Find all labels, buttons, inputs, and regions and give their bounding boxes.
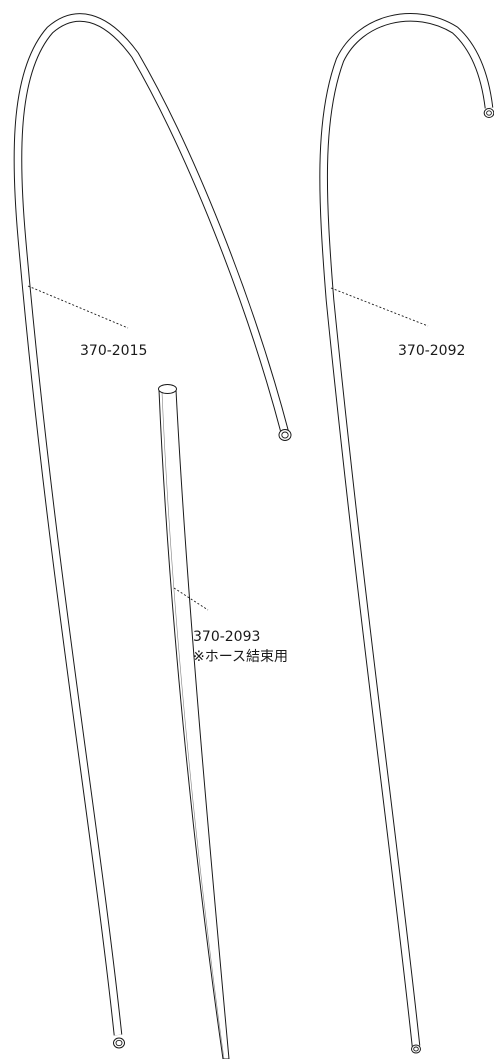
hose-370-2092-top-bore xyxy=(486,110,492,116)
hose-370-2015-top-bore xyxy=(281,431,289,439)
hose-370-2093: 370-2093 ※ホース結束用 xyxy=(158,384,288,1059)
hose-370-2092: 370-2092 xyxy=(319,13,494,1054)
hose-370-2093-outline xyxy=(158,389,230,1059)
hose-370-2015: 370-2015 xyxy=(13,13,292,1049)
hose-370-2015-bore xyxy=(14,14,289,1036)
part-number-label-370-2093: 370-2093 xyxy=(193,629,260,645)
hose-370-2092-bottom-bore xyxy=(413,1046,419,1052)
part-number-label-370-2015: 370-2015 xyxy=(80,343,147,359)
part-note-370-2093: ※ホース結束用 xyxy=(193,649,288,665)
hose-370-2092-bore xyxy=(320,14,493,1047)
leader-line-370-2092 xyxy=(330,287,429,327)
hose-370-2015-bottom-bore xyxy=(115,1039,123,1047)
leader-line-370-2093 xyxy=(173,587,209,611)
hose-370-2015-outline xyxy=(13,13,290,1036)
hose-370-2093-top-end xyxy=(158,384,177,394)
hose-370-2092-outline xyxy=(319,13,494,1047)
part-number-label-370-2092: 370-2092 xyxy=(398,343,465,359)
leader-line-370-2015 xyxy=(27,285,129,329)
hose-370-2093-inner-line xyxy=(161,391,225,1059)
